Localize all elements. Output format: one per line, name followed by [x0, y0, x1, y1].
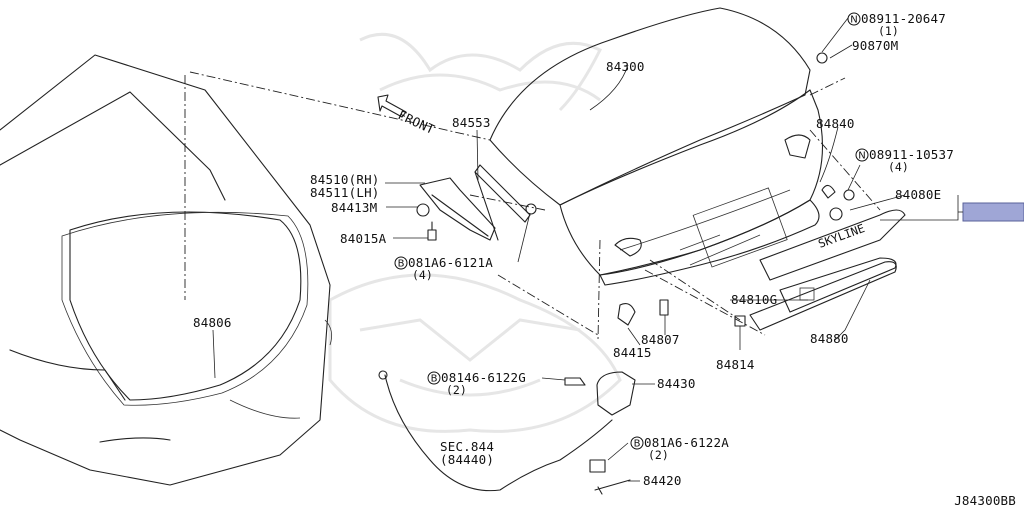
part-label-84510[interactable]: 84510(RH)	[310, 172, 380, 187]
fastener-code: 08911-20647	[861, 11, 946, 26]
part-label-84807[interactable]: 84807	[641, 332, 680, 347]
part-label-84080e[interactable]: 84080E	[895, 187, 941, 202]
part-label-84015a[interactable]: 84015A	[340, 231, 387, 246]
section-reference[interactable]: SEC.844 (84440)	[440, 439, 494, 467]
fastener-code: 081A6-6122A	[644, 435, 729, 450]
front-direction-arrow: FRONT	[377, 94, 438, 137]
leader-lines	[212, 17, 959, 482]
fastener-code: 081A6-6121A	[408, 255, 493, 270]
part-label-84430[interactable]: 84430	[657, 376, 696, 391]
part-label-84840[interactable]: 84840	[816, 116, 855, 131]
front-label: FRONT	[396, 107, 438, 137]
samurai-helmet-watermark	[328, 32, 622, 433]
fastener-b2[interactable]: B 08146-6122G (2)	[427, 370, 526, 397]
fastener-code: 08911-10537	[869, 147, 954, 162]
trunk-finisher: SKYLINE	[749, 52, 906, 331]
part-label-84880[interactable]: 84880	[810, 331, 849, 346]
sec-ref-line1: SEC.844	[440, 439, 494, 454]
fastener-qty: (4)	[888, 160, 909, 174]
n-prefix-icon: N	[850, 15, 857, 26]
skyline-emblem: SKYLINE	[816, 221, 866, 251]
part-label-84806[interactable]: 84806	[193, 315, 232, 330]
fastener-qty: (2)	[648, 448, 669, 462]
fastener-n1[interactable]: N 08911-20647 (1)	[847, 11, 946, 38]
part-label-84511[interactable]: 84511(LH)	[310, 185, 380, 200]
n-prefix-icon: N	[858, 151, 865, 162]
part-labels: 84300 84553 84510(RH) 84511(LH) 84413M 8…	[193, 38, 941, 488]
part-label-90870m[interactable]: 90870M	[852, 38, 898, 53]
trunk-lid	[489, 7, 824, 286]
part-label-84810g[interactable]: 84810G	[731, 292, 777, 307]
sec-ref-line2: (84440)	[440, 452, 494, 467]
car-body-rear	[0, 54, 333, 486]
fastener-qty: (2)	[446, 383, 467, 397]
selected-part-highlight[interactable]	[962, 202, 1024, 222]
phantom-lines	[184, 71, 881, 341]
fastener-b1[interactable]: B 081A6-6121A (4)	[394, 255, 493, 282]
part-label-84553[interactable]: 84553	[452, 115, 491, 130]
fastener-qty: (1)	[878, 24, 899, 38]
latch-and-cable	[378, 299, 746, 495]
b-prefix-icon: B	[398, 259, 405, 270]
trunk-hinge-assembly	[416, 164, 537, 241]
b-prefix-icon: B	[634, 439, 641, 450]
drawing-code: J84300BB	[954, 493, 1016, 508]
part-label-84300[interactable]: 84300	[606, 59, 645, 74]
fastener-n2[interactable]: N 08911-10537 (4)	[855, 147, 954, 174]
fastener-code: 08146-6122G	[441, 370, 526, 385]
fastener-qty: (4)	[412, 268, 433, 282]
b-prefix-icon: B	[431, 374, 438, 385]
part-label-84420[interactable]: 84420	[643, 473, 682, 488]
fastener-b3[interactable]: B 081A6-6122A (2)	[630, 435, 729, 462]
part-label-84413m[interactable]: 84413M	[331, 200, 377, 215]
part-label-84415[interactable]: 84415	[613, 345, 652, 360]
part-label-84814[interactable]: 84814	[716, 357, 755, 372]
